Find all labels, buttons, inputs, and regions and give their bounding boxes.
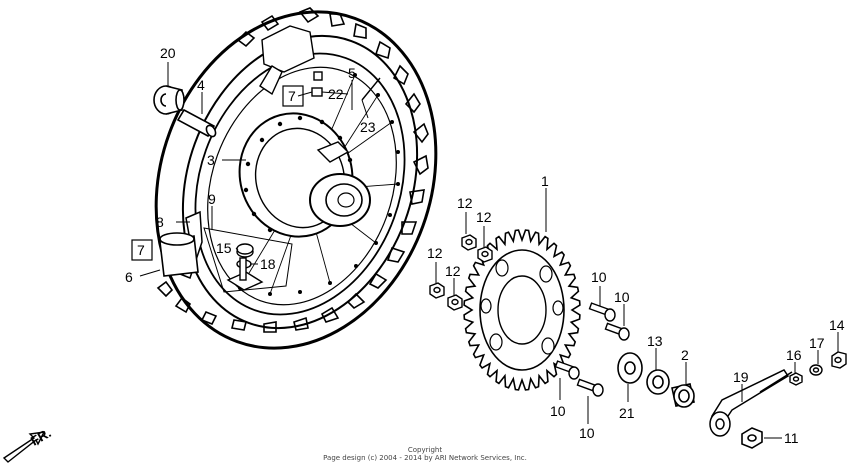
callout-12-a: 12 — [457, 195, 473, 211]
nut-part-15 — [236, 243, 254, 258]
nut-part-12-c — [429, 282, 445, 299]
callout-23: 23 — [360, 119, 376, 135]
spacer-part-2 — [671, 383, 695, 408]
callout-17: 17 — [809, 335, 825, 351]
callout-10-d: 10 — [579, 425, 595, 441]
copyright-notice: Copyright Page design (c) 2004 - 2014 by… — [0, 446, 850, 462]
callout-8: 8 — [156, 214, 164, 230]
callout-3: 3 — [207, 152, 215, 168]
callout-7-box-b — [282, 85, 304, 107]
callout-7-box-a — [131, 239, 153, 261]
nut-part-11 — [741, 427, 763, 449]
bearing-part-20 — [153, 85, 185, 115]
callout-1: 1 — [541, 173, 549, 189]
callout-10-c: 10 — [550, 403, 566, 419]
front-arrow-icon — [2, 431, 46, 463]
bolt-part-10-d — [576, 378, 604, 397]
nut-part-12-d — [447, 294, 463, 311]
callout-9: 9 — [208, 191, 216, 207]
chain-adjuster-part-19 — [709, 369, 793, 437]
callout-20: 20 — [160, 45, 176, 61]
callout-18: 18 — [260, 256, 276, 272]
callout-5: 5 — [348, 65, 356, 81]
callout-13: 13 — [647, 333, 663, 349]
leader-lines — [139, 62, 839, 439]
callout-14: 14 — [829, 317, 845, 333]
callout-2: 2 — [681, 347, 689, 363]
copyright-title: Copyright — [407, 446, 443, 454]
nut-part-12-a — [461, 234, 477, 251]
sprocket-part-1 — [463, 229, 581, 391]
copyright-line: Page design (c) 2004 - 2014 by ARI Netwo… — [323, 454, 527, 462]
callout-16: 16 — [786, 347, 802, 363]
nut-part-16 — [789, 372, 803, 386]
tire — [154, 7, 438, 350]
bearing-part-21 — [617, 352, 643, 384]
callout-19: 19 — [733, 369, 749, 385]
collar-part-4 — [176, 108, 217, 138]
nut-part-12-b — [477, 246, 493, 263]
callout-12-d: 12 — [445, 263, 461, 279]
callout-10-a: 10 — [591, 269, 607, 285]
part-callouts: 20 4 3 8 9 6 15 18 7 7 5 22 23 1 12 12 1… — [125, 45, 845, 446]
callout-11: 11 — [784, 430, 799, 446]
callout-10-b: 10 — [614, 289, 630, 305]
callout-7-b: 7 — [288, 88, 296, 104]
rear-hub — [238, 112, 371, 238]
callout-7-a: 7 — [137, 242, 145, 258]
valve-stem-bolt — [226, 257, 264, 291]
inset-panel-9 — [203, 227, 293, 293]
callout-12-b: 12 — [476, 209, 492, 225]
callout-12-c: 12 — [427, 245, 443, 261]
tube-part-6 — [159, 232, 199, 277]
bolt-part-10-a — [588, 302, 616, 322]
bolt-part-10-b — [604, 322, 630, 341]
callout-6: 6 — [125, 269, 133, 285]
cap-nut-part-14 — [831, 351, 847, 369]
callout-22: 22 — [328, 86, 344, 102]
bolt-part-10-c — [554, 360, 580, 380]
collar-part-13 — [646, 369, 670, 395]
washer-part-17 — [809, 364, 823, 376]
callout-21: 21 — [619, 405, 635, 421]
callout-15: 15 — [216, 240, 232, 256]
callout-4: 4 — [197, 77, 205, 93]
